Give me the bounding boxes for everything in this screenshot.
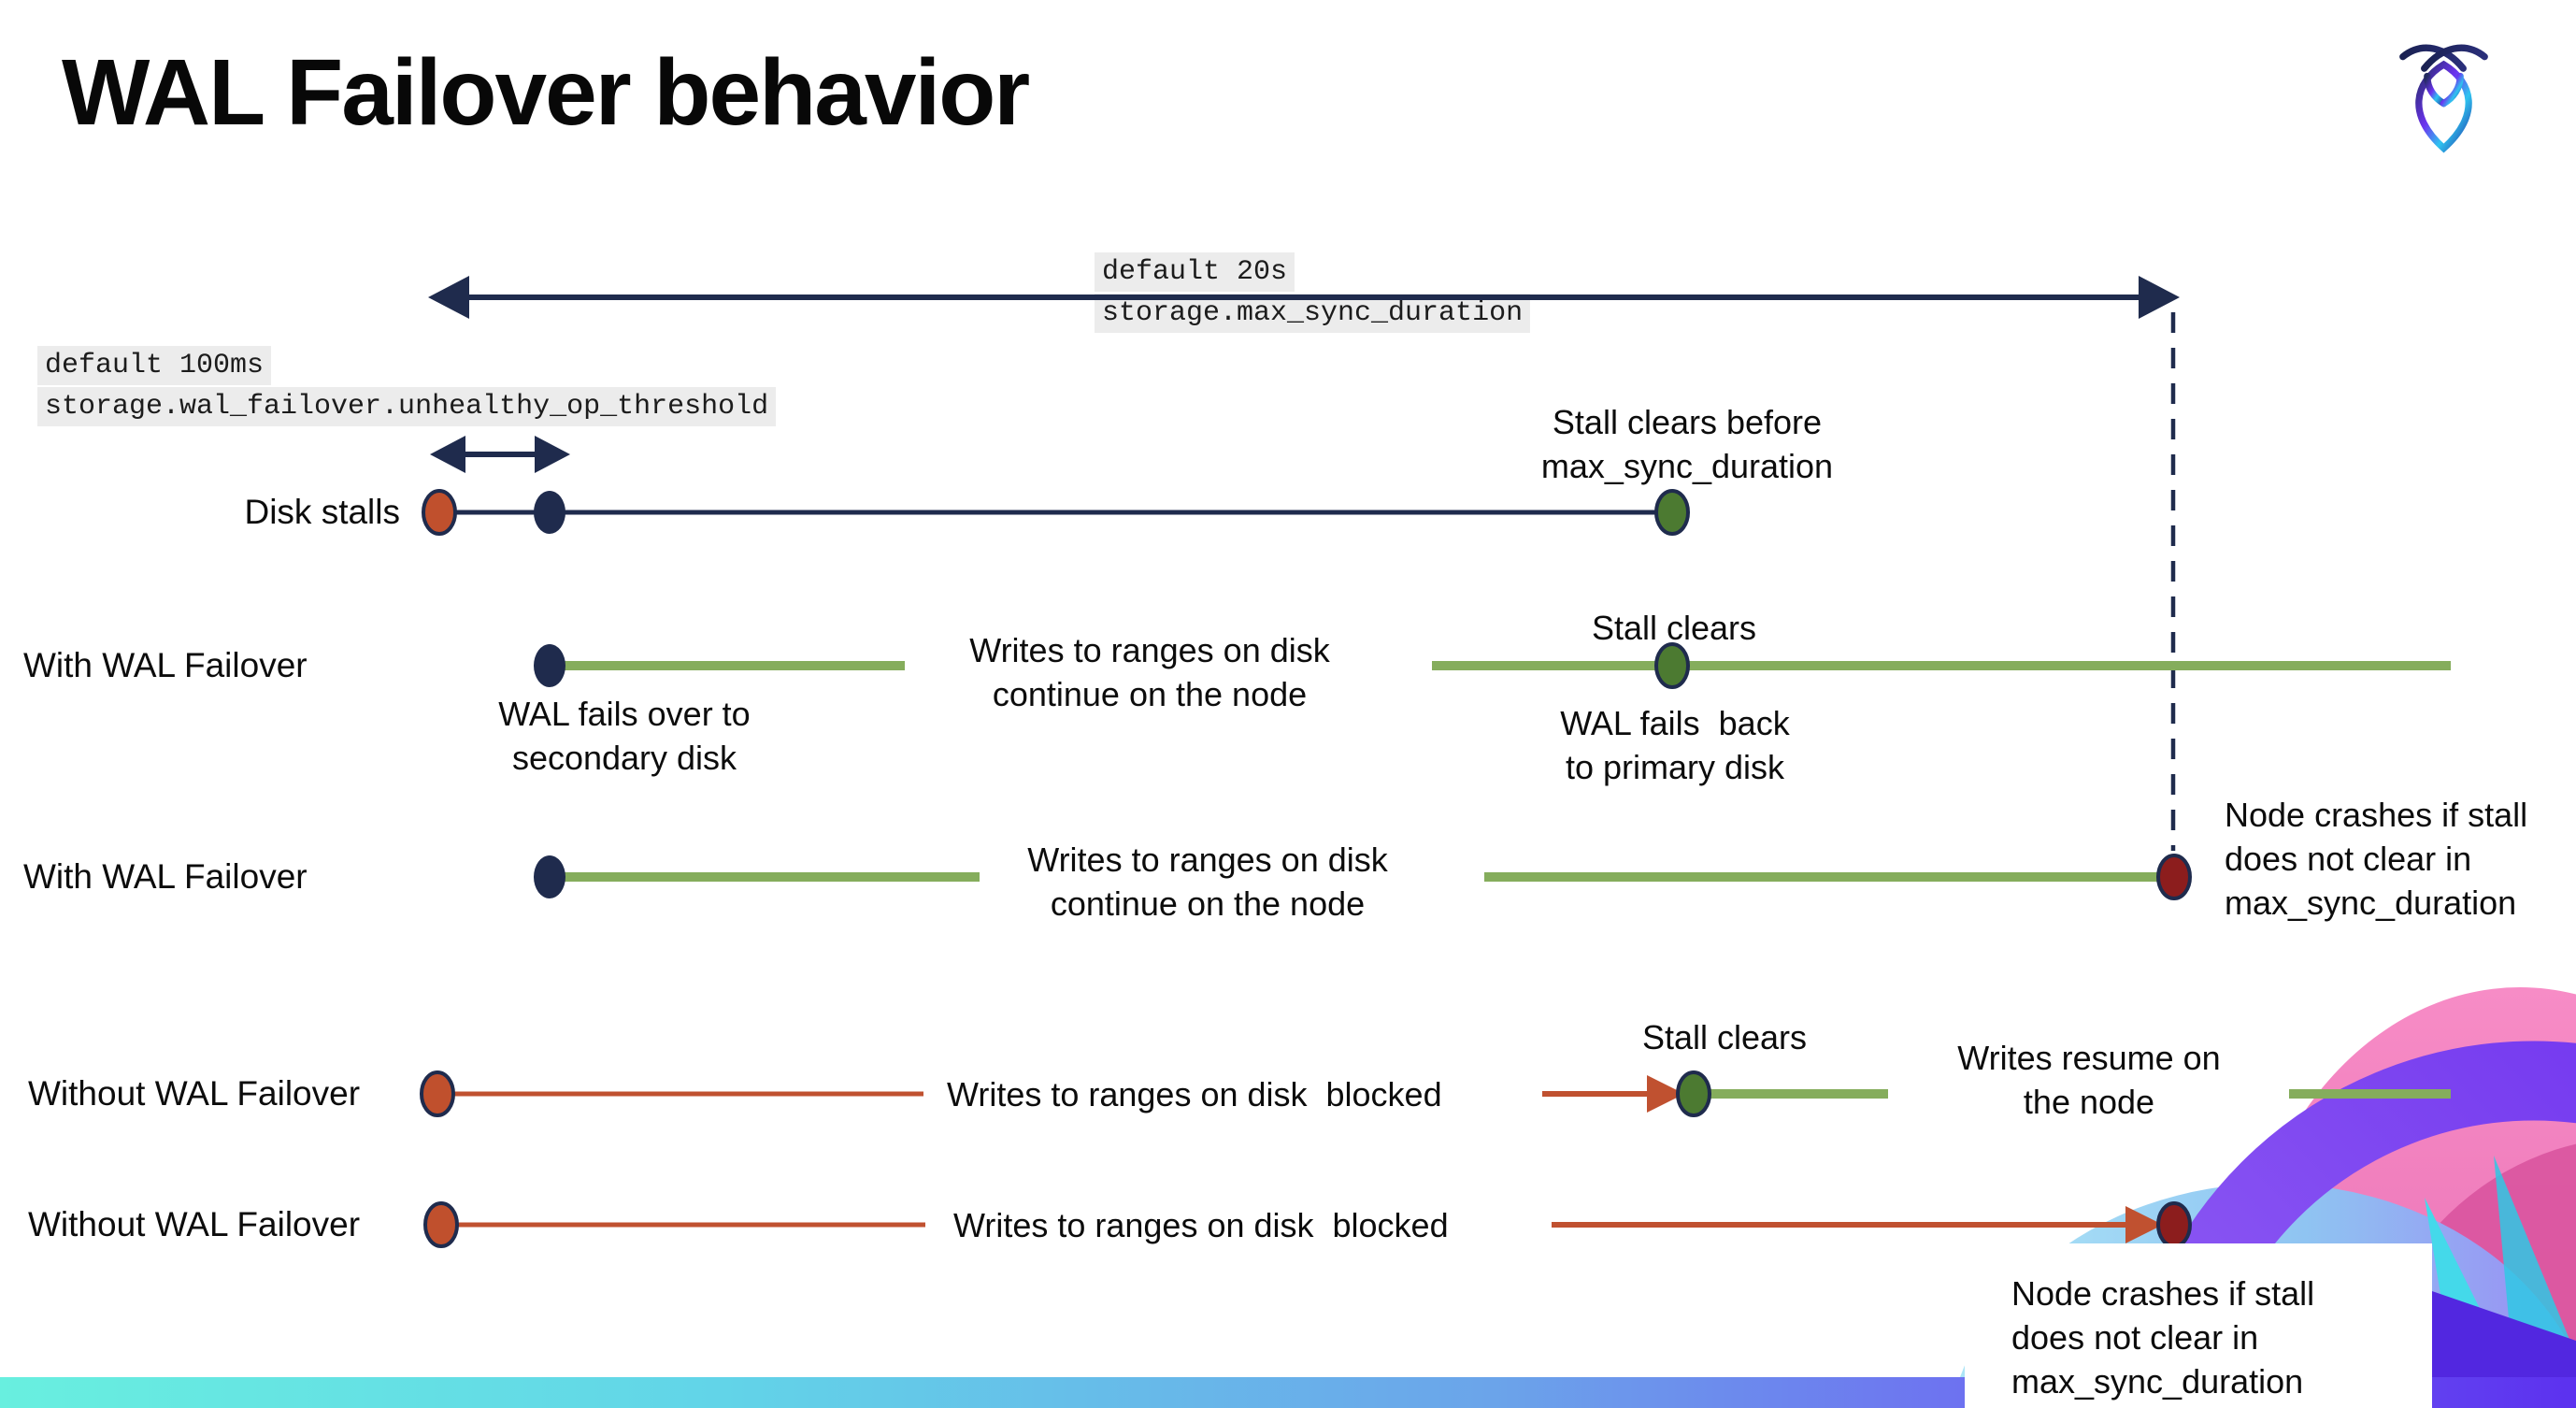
threshold-dot-navy — [534, 491, 565, 534]
failover-dot-navy — [534, 855, 565, 898]
annotation-writes-continue-2: Writes to ranges on disk continue on the… — [1027, 840, 1388, 923]
threshold-setting-name: storage.wal_failover.unhealthy_op_thresh… — [37, 387, 777, 426]
annotation-writes-blocked-2: Writes to ranges on disk blocked — [953, 1206, 1449, 1244]
annotation-node-crashes-1: Node crashes if stall does not clear in … — [2225, 796, 2528, 922]
annotation-writes-continue-1: Writes to ranges on disk continue on the… — [969, 631, 1330, 713]
annotation-stall-clears-2: Stall clears — [1641, 1018, 1808, 1056]
row-label-with-wal-failover-2: With WAL Failover — [23, 857, 308, 896]
without-wal-failover-row-2 — [423, 1201, 2192, 1248]
annotation-stall-clears-1: Stall clears — [1591, 609, 1757, 647]
page-title: WAL Failover behavior — [62, 40, 1030, 145]
annotation-wal-fails-back: WAL fails back to primary disk — [1560, 704, 1790, 786]
failover-dot-navy — [534, 644, 565, 687]
row-label-disk-stalls: Disk stalls — [244, 493, 400, 531]
stall-clear-dot-green — [1654, 642, 1690, 689]
unhealthy-op-threshold-arrow — [430, 436, 570, 473]
stall-start-dot-red — [420, 1070, 455, 1117]
max-sync-duration-arrow — [428, 276, 2180, 319]
max-sync-default-value: default 20s — [1095, 252, 1295, 292]
annotation-stall-clears-before: Stall clears before max_sync_duration — [1540, 403, 1834, 485]
with-wal-failover-row-2 — [534, 854, 2192, 900]
threshold-default-label: default 100ms — [37, 346, 272, 385]
disk-stalls-row — [422, 489, 1690, 536]
row-label-without-wal-failover-1: Without WAL Failover — [28, 1074, 361, 1113]
threshold-setting-label: storage.wal_failover.unhealthy_op_thresh… — [37, 387, 777, 426]
stall-start-dot-red — [422, 489, 457, 536]
annotation-writes-resume: Writes resume on the node — [1957, 1039, 2221, 1121]
stall-clear-dot-green — [1676, 1070, 1711, 1117]
annotation-wal-fails-over: WAL fails over to secondary disk — [498, 695, 751, 777]
crash-dot-darkred — [2156, 854, 2192, 900]
row-label-without-wal-failover-2: Without WAL Failover — [28, 1205, 361, 1243]
blocked-arrowhead — [2125, 1206, 2163, 1243]
max-sync-default-label: default 20s — [1095, 252, 1295, 292]
without-wal-failover-row-1 — [420, 1070, 2451, 1117]
stall-start-dot-red — [423, 1201, 459, 1248]
cockroachdb-logo-icon — [2399, 44, 2488, 153]
art-purple-arc — [2123, 1041, 2576, 1408]
annotation-node-crashes-2: Node crashes if stall does not clear in … — [2011, 1274, 2315, 1401]
crash-note-box: Node crashes if stall does not clear in … — [1965, 1243, 2432, 1408]
blocked-arrowhead — [1647, 1075, 1684, 1113]
stall-clear-dot-green — [1654, 489, 1690, 536]
annotation-writes-blocked-1: Writes to ranges on disk blocked — [947, 1075, 1442, 1113]
crash-dot-darkred — [2156, 1201, 2192, 1248]
row-label-with-wal-failover-1: With WAL Failover — [23, 646, 308, 684]
with-wal-failover-row-1 — [534, 642, 2451, 689]
threshold-default-value: default 100ms — [37, 346, 272, 385]
